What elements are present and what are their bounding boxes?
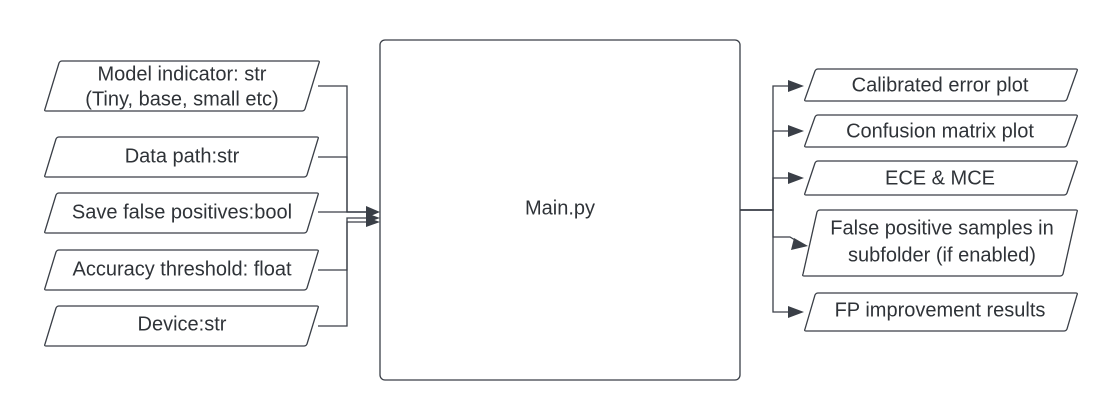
confusion-matrix-plot-label: Confusion matrix plot	[846, 120, 1034, 142]
arrowhead-false-positive-samples	[791, 238, 808, 250]
output-confusion-matrix-plot: Confusion matrix plot	[804, 114, 1078, 148]
calibrated-error-plot-label: Calibrated error plot	[852, 74, 1029, 96]
device-label: Device:str	[138, 313, 227, 335]
input-model-indicator: Model indicator: str (Tiny, base, small …	[44, 60, 320, 112]
connector-model-indicator	[318, 85, 372, 213]
arrowhead-calibrated-error-plot	[788, 80, 804, 92]
connector-accuracy-threshold	[318, 217, 372, 271]
false-positive-samples-label: False positive samples in	[830, 217, 1053, 239]
main-process-label: Main.py	[525, 197, 595, 219]
ece-mce-label: ECE & MCE	[885, 167, 995, 189]
false-positive-samples-sublabel: subfolder (if enabled)	[848, 244, 1036, 266]
accuracy-threshold-label: Accuracy threshold: float	[73, 258, 292, 280]
arrowhead-fp-improvement	[788, 306, 804, 318]
output-fp-improvement-results: FP improvement results	[804, 292, 1078, 332]
arrowhead-confusion-matrix-plot	[788, 125, 804, 137]
arrowhead-into-main-3	[366, 217, 380, 227]
input-save-false-positives: Save false positives:bool	[44, 192, 319, 234]
input-accuracy-threshold: Accuracy threshold: float	[44, 249, 319, 291]
main-process-box: Main.py	[379, 39, 741, 381]
fp-improvement-results-label: FP improvement results	[835, 299, 1046, 321]
connector-calibrated-error-plot	[740, 85, 790, 211]
output-connectors	[740, 80, 808, 318]
connector-confusion-matrix-plot	[740, 130, 790, 211]
connector-device	[318, 221, 372, 327]
output-ece-mce: ECE & MCE	[804, 160, 1078, 196]
save-false-positives-label: Save false positives:bool	[72, 201, 292, 223]
input-device: Device:str	[44, 305, 319, 347]
input-connectors	[318, 85, 380, 327]
connector-fp-improvement	[740, 209, 790, 313]
arrowhead-ece-mce	[788, 172, 804, 184]
model-indicator-sublabel: (Tiny, base, small etc)	[85, 88, 278, 110]
output-calibrated-error-plot: Calibrated error plot	[804, 68, 1078, 102]
output-false-positive-samples: False positive samples in subfolder (if …	[802, 209, 1078, 277]
connector-ece-mce	[740, 177, 790, 211]
model-indicator-label: Model indicator: str	[98, 63, 267, 85]
input-data-path: Data path:str	[44, 136, 319, 178]
connector-false-positive-samples	[740, 209, 801, 244]
connector-data-path	[318, 156, 372, 213]
data-path-label: Data path:str	[125, 145, 240, 167]
